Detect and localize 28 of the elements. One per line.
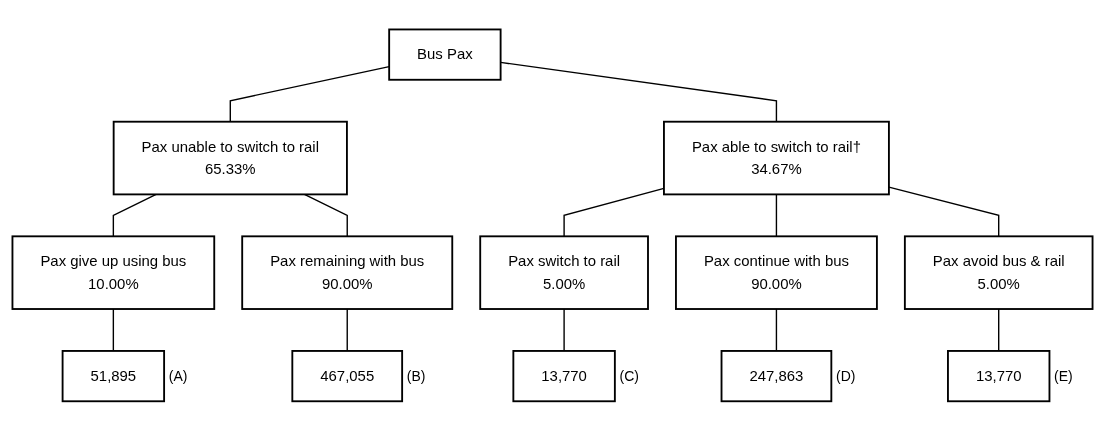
connector	[346, 307, 348, 352]
connector	[775, 193, 778, 237]
node-box: Pax switch to rail 5.00%	[479, 235, 649, 310]
node-box: 13,770	[512, 349, 616, 402]
node-caption: (D)	[836, 367, 856, 384]
node-caption: (C)	[619, 367, 639, 384]
connector	[563, 307, 565, 352]
node-box: Pax continue with bus 90.00%	[675, 235, 878, 310]
connector	[303, 193, 348, 237]
node-box: Pax remaining with bus 90.00%	[241, 235, 454, 310]
node-box: 247,863	[720, 349, 833, 402]
connector	[888, 186, 1000, 237]
connector	[112, 307, 115, 352]
connector	[112, 193, 157, 237]
connector	[998, 307, 1000, 352]
node-caption: (B)	[406, 367, 426, 384]
node-caption: (A)	[168, 367, 188, 384]
node-box: Pax unable to switch to rail 65.33%	[112, 120, 348, 195]
node-box: Pax avoid bus & rail 5.00%	[903, 235, 1094, 310]
node-box: Pax able to switch to rail† 34.67%	[663, 120, 890, 195]
node-box: 13,770	[947, 349, 1051, 402]
node-caption: (E)	[1054, 367, 1073, 384]
connector	[229, 65, 390, 123]
node-box: 467,055	[291, 349, 404, 402]
node-box: Bus Pax	[388, 28, 502, 81]
node-box: Pax give up using bus 10.00%	[11, 235, 216, 310]
node-box: 51,895	[61, 349, 166, 402]
connector	[775, 307, 778, 352]
